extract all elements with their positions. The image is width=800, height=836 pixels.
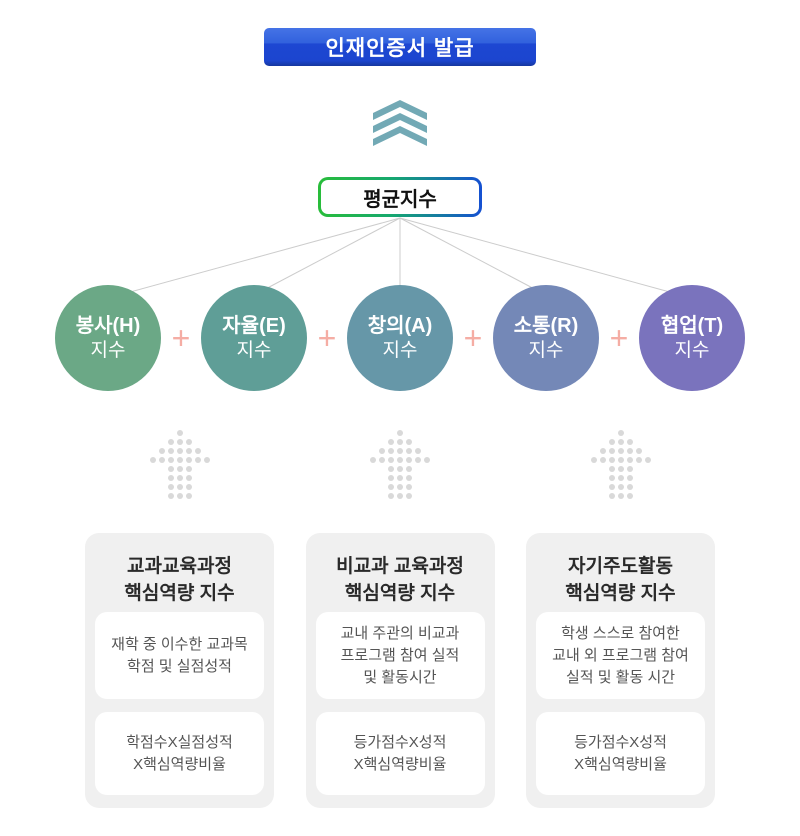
card-selfdirected-competency: 자기주도활동 핵심역량 지수 학생 스스로 참여한 교내 외 프로그램 참여 실… bbox=[526, 533, 715, 808]
card-formula-box: 학점수X실점성적 X핵심역량비율 bbox=[95, 712, 264, 795]
plus-separator: + bbox=[317, 320, 337, 356]
index-circle-volunteer-h: 봉사(H) 지수 bbox=[55, 285, 161, 391]
card-description-box: 재학 중 이수한 교과목 학점 및 실점성적 bbox=[95, 612, 264, 699]
index-circle-collaboration-t: 협업(T) 지수 bbox=[639, 285, 745, 391]
card-description-box: 학생 스스로 참여한 교내 외 프로그램 참여 실적 및 활동 시간 bbox=[536, 612, 705, 699]
index-circle-autonomy-e: 자율(E) 지수 bbox=[201, 285, 307, 391]
plus-separator: + bbox=[463, 320, 483, 356]
card-curriculum-competency: 교과교육과정 핵심역량 지수 재학 중 이수한 교과목 학점 및 실점성적 학점… bbox=[85, 533, 274, 808]
index-circles-row: 봉사(H) 지수 + 자율(E) 지수 + 창의(A) 지수 + 소통(R) 지… bbox=[0, 285, 800, 391]
card-formula-box: 등가점수X성적 X핵심역량비율 bbox=[536, 712, 705, 795]
plus-separator: + bbox=[171, 320, 191, 356]
chevron-up-icon bbox=[373, 100, 427, 146]
connector-lines bbox=[111, 217, 689, 298]
index-circle-sublabel: 지수 bbox=[382, 340, 418, 361]
index-circle-label: 창의(A) bbox=[367, 315, 433, 337]
card-title: 자기주도활동 핵심역량 지수 bbox=[565, 556, 676, 604]
title-banner: 인재인증서 발급 bbox=[264, 28, 536, 66]
index-circle-communication-r: 소통(R) 지수 bbox=[493, 285, 599, 391]
index-circle-label: 봉사(H) bbox=[75, 315, 141, 337]
card-title: 교과교육과정 핵심역량 지수 bbox=[124, 556, 235, 604]
index-source-cards: 교과교육과정 핵심역량 지수 재학 중 이수한 교과목 학점 및 실점성적 학점… bbox=[85, 533, 715, 808]
card-noncurriculum-competency: 비교과 교육과정 핵심역량 지수 교내 주관의 비교과 프로그램 참여 실적 및… bbox=[305, 533, 495, 808]
index-circle-sublabel: 지수 bbox=[236, 340, 272, 361]
card-formula-box: 등가점수X성적 X핵심역량비율 bbox=[315, 712, 485, 795]
card-description-box: 교내 주관의 비교과 프로그램 참여 실적 및 활동시간 bbox=[315, 612, 485, 699]
title-banner-label: 인재인증서 발급 bbox=[325, 37, 475, 60]
card-title: 비교과 교육과정 핵심역량 지수 bbox=[336, 556, 464, 604]
index-circle-creativity-a: 창의(A) 지수 bbox=[347, 285, 453, 391]
dotted-arrows-row bbox=[85, 429, 715, 500]
average-index-label: 평균지수 bbox=[363, 188, 437, 211]
index-circle-sublabel: 지수 bbox=[674, 340, 710, 361]
index-circle-sublabel: 지수 bbox=[528, 340, 564, 361]
dotted-arrow-up-icon bbox=[370, 430, 430, 499]
index-circle-label: 협업(T) bbox=[660, 315, 724, 337]
index-circle-label: 자율(E) bbox=[222, 315, 286, 337]
index-circle-sublabel: 지수 bbox=[90, 340, 126, 361]
index-circle-label: 소통(R) bbox=[513, 315, 579, 337]
dotted-arrow-up-icon bbox=[149, 430, 210, 499]
plus-separator: + bbox=[609, 320, 629, 356]
average-index-box: 평균지수 bbox=[318, 177, 482, 217]
dotted-arrow-up-icon bbox=[590, 430, 651, 499]
